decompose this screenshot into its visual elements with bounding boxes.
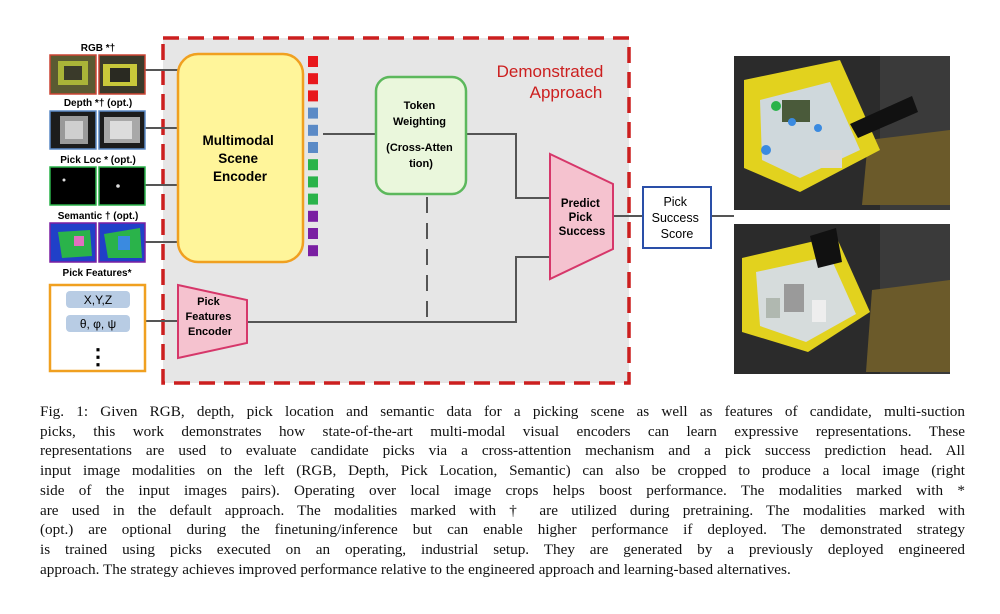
depth-image-pair <box>49 110 146 150</box>
token-square <box>308 193 318 205</box>
pick-features-label: Pick Features* <box>63 268 132 279</box>
token-square <box>308 73 318 85</box>
token-square <box>308 124 318 136</box>
semantic-image-pair <box>49 222 146 263</box>
connector-lines <box>145 69 734 323</box>
predictor-label: Predict Pick Success <box>559 198 606 238</box>
token-square <box>308 176 318 188</box>
token-square <box>308 107 318 119</box>
feature-angles: θ, φ, ψ <box>80 317 116 331</box>
pick-features-encoder-label: Pick Features Encoder <box>186 296 235 338</box>
token-square <box>308 56 318 67</box>
token-weighting-label: Token Weighting (Cross-Atten tion) <box>386 100 456 170</box>
token-square <box>308 245 318 257</box>
approach-diagram: Demonstrated Approach RGB *† Depth *† (o… <box>48 36 950 385</box>
output-label: Pick Success Score <box>652 195 703 241</box>
token-square <box>308 210 318 222</box>
feature-xyz-chip <box>66 291 130 308</box>
token-column <box>308 56 318 257</box>
scene-photo-top <box>734 56 950 210</box>
caption-line-5: side of the input images pairs). Operati… <box>40 481 965 499</box>
caption-line-2: picks, this work demonstrates how state-… <box>40 422 965 440</box>
rgb-image-pair <box>49 54 146 95</box>
caption-line-3: representations are used to evaluate can… <box>40 442 965 460</box>
figure-caption: Fig. 1: Given RGB, depth, pick location … <box>40 402 965 579</box>
depth-label: Depth *† (opt.) <box>64 98 132 109</box>
scene-encoder-box <box>176 52 305 264</box>
approach-title-2: Approach <box>530 83 603 102</box>
token-square <box>308 159 318 171</box>
pickloc-image-pair <box>49 166 146 206</box>
pickloc-label: Pick Loc * (opt.) <box>60 155 136 166</box>
semantic-label: Semantic † (opt.) <box>58 211 139 222</box>
token-square <box>308 142 318 153</box>
caption-line-1: Fig. 1: Given RGB, depth, pick location … <box>40 403 965 420</box>
feature-angles-chip <box>66 315 130 332</box>
caption-line-8: is trained using picks executed on an op… <box>40 540 965 558</box>
caption-line-6: are used in the default approach. The mo… <box>40 501 965 519</box>
rgb-label: RGB *† <box>81 43 115 54</box>
caption-line-9: approach. The strategy achieves improved… <box>40 560 791 578</box>
caption-line-4: input image modalities on the left (RGB,… <box>40 462 965 480</box>
token-square <box>308 90 318 102</box>
feature-xyz: X,Y,Z <box>84 293 112 307</box>
pick-features-encoder-shape <box>177 283 248 360</box>
feature-more: ⋮ <box>87 344 109 369</box>
scene-encoder-label: Multimodal Scene Encoder <box>202 133 277 184</box>
token-weighting-box <box>374 75 468 196</box>
caption-line-7: (opt.) are optional during the finetunin… <box>40 521 965 539</box>
output-box <box>642 186 712 249</box>
scene-photo-bottom <box>734 224 950 374</box>
approach-title: Demonstrated <box>497 62 604 81</box>
predictor-shape <box>549 152 614 281</box>
token-square <box>308 228 318 239</box>
